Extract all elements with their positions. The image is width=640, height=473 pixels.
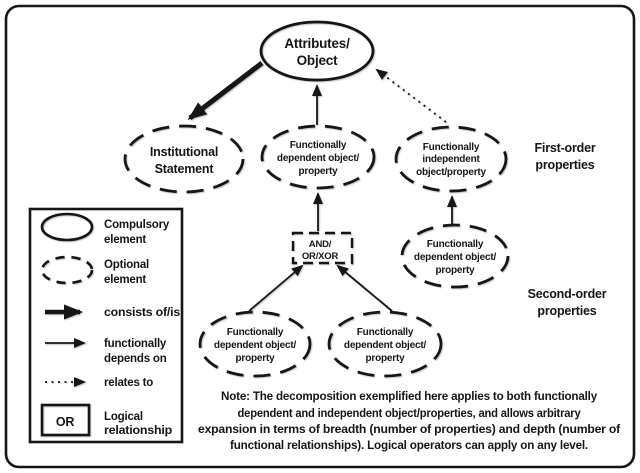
note-line: Note: The decomposition exemplified here… [221, 389, 598, 403]
legend-label: element [104, 234, 146, 246]
logical-operator-rect [291, 231, 354, 265]
legend-label: Compulsory [104, 219, 170, 231]
optional-ellipse [394, 125, 508, 193]
node-label: Object [297, 53, 339, 68]
node-label: Functionally [290, 140, 347, 151]
node-functionally-dependent-second-order-right [400, 223, 510, 289]
optional-ellipse [198, 310, 312, 378]
node-label: Functionally [357, 327, 414, 338]
legend-border [28, 207, 184, 444]
legend-label: consists of/is [104, 307, 180, 319]
node-label: independent [422, 154, 480, 165]
depends-arrow-bottomleft-to-operator [248, 264, 304, 312]
optional-ellipse [327, 310, 443, 378]
legend-label: Optional [104, 259, 149, 271]
legend-label: element [104, 274, 146, 286]
dashed-ellipse-icon [40, 255, 94, 285]
node-label: object/property [416, 167, 486, 178]
depends-arrow-bottomright-to-operator [336, 264, 393, 312]
operator-box [291, 231, 354, 265]
node-label: Functionally [427, 239, 484, 250]
node-label: Functionally [423, 142, 480, 153]
node-attributes-object [259, 20, 375, 82]
note-line: functional relationships). Logical opera… [230, 438, 588, 452]
legend-label: Logical [104, 411, 143, 423]
node-functionally-dependent-bottom-right [327, 310, 443, 378]
optional-ellipse [260, 124, 376, 190]
compulsory-ellipse [259, 20, 375, 82]
consists-of-arrow [187, 61, 264, 120]
node-functionally-dependent-bottom-left [198, 310, 312, 378]
node-label: property [299, 166, 339, 177]
node-functionally-independent-first-order [394, 125, 508, 193]
node-label: Statement [155, 162, 215, 176]
node-label: Institutional [150, 145, 218, 159]
legend-label: functionally [104, 338, 167, 350]
optional-ellipse [123, 124, 245, 194]
node-label: property [366, 353, 406, 364]
second-order-label: Second-order [528, 287, 607, 301]
node-label: dependent object/ [277, 153, 360, 164]
node-institutional-statement [123, 124, 245, 194]
operator-label: OR/XOR [302, 251, 339, 262]
legend-label: relates to [104, 377, 153, 389]
node-label: Attributes/ [284, 36, 350, 51]
relates-to-arrow [375, 68, 447, 123]
node-functionally-dependent-first-order [260, 124, 376, 190]
second-order-label: properties [537, 304, 596, 318]
or-box-label: OR [56, 415, 75, 429]
legend-label: relationship [104, 425, 172, 437]
node-label: dependent object/ [344, 340, 427, 351]
first-order-label: properties [535, 158, 594, 172]
node-label: dependent object/ [414, 252, 497, 263]
optional-ellipse [400, 223, 510, 289]
legend: OR Compulsory element Optional element c… [28, 207, 184, 444]
note-line: expansion in terms of breadth (number of… [198, 422, 621, 436]
node-label: property [236, 353, 276, 364]
node-label: Functionally [227, 327, 284, 338]
legend-label: depends on [104, 353, 167, 365]
page-border [4, 4, 636, 469]
or-box-icon [40, 403, 91, 437]
note-line: dependent and independent object/propert… [238, 406, 581, 420]
node-label: property [436, 265, 476, 276]
first-order-label: First-order [534, 141, 595, 155]
solid-ellipse-icon [40, 212, 94, 242]
node-label: dependent object/ [214, 340, 297, 351]
note-paragraph: Note: The decomposition exemplified here… [198, 389, 621, 452]
operator-label: AND/ [309, 239, 332, 250]
